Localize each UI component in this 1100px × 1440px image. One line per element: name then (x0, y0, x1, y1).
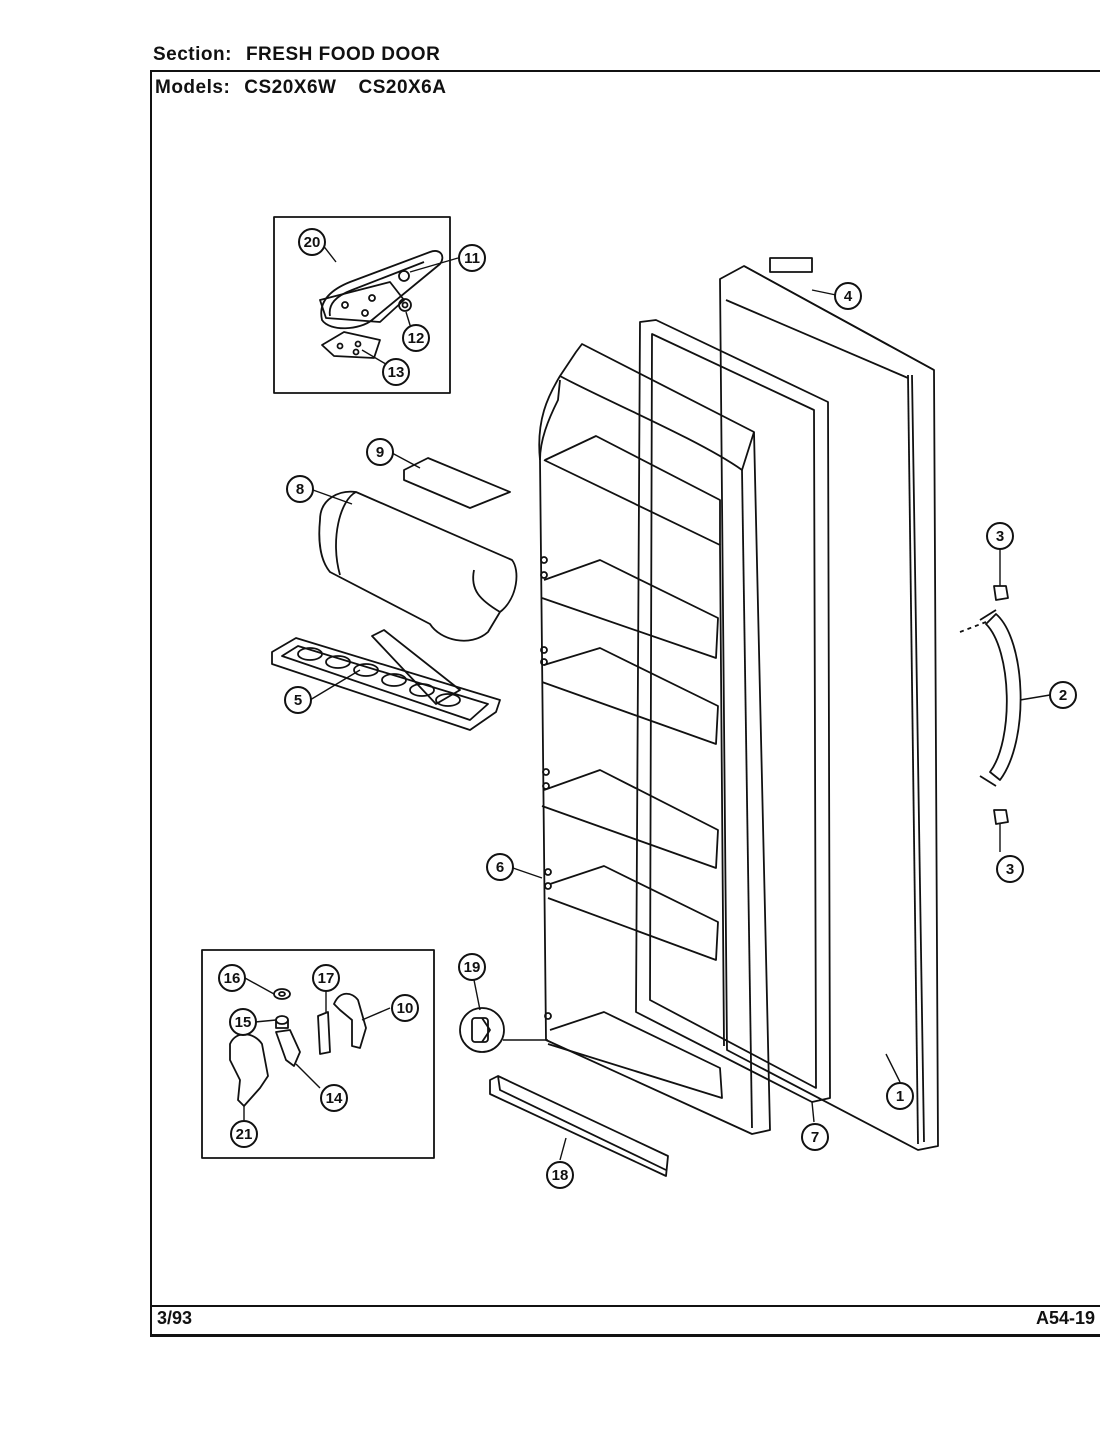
revision-date: 3/93 (157, 1308, 193, 1328)
svg-text:15: 15 (235, 1014, 252, 1031)
door-gasket (635, 319, 831, 1103)
svg-text:10: 10 (397, 1000, 414, 1017)
hinge-shim (321, 331, 381, 359)
hinge-washer (398, 298, 412, 312)
svg-text:21: 21 (236, 1126, 253, 1143)
callout-4: 4 (834, 282, 862, 310)
door-bottom-trim (489, 1075, 669, 1177)
egg-tray (271, 629, 501, 731)
callout-2: 2 (1049, 681, 1077, 709)
outer-door-panel (719, 265, 939, 1151)
svg-text:16: 16 (224, 970, 241, 987)
callout-5: 5 (284, 686, 312, 714)
svg-text:8: 8 (296, 481, 304, 498)
door-handle (979, 609, 1022, 787)
svg-text:3: 3 (996, 528, 1004, 545)
svg-text:9: 9 (376, 444, 384, 461)
callout-3-bottom: 3 (996, 855, 1024, 883)
callout-21: 21 (230, 1120, 258, 1148)
callout-1: 1 (886, 1082, 914, 1110)
door-nameplate (769, 257, 813, 273)
callout-7: 7 (801, 1123, 829, 1151)
svg-text:5: 5 (294, 692, 302, 709)
callout-18: 18 (546, 1161, 574, 1189)
callout-6: 6 (486, 853, 514, 881)
models-heading: Models: CS20X6W CS20X6A (155, 77, 446, 99)
callout-3-top: 3 (986, 522, 1014, 550)
callout-15: 15 (229, 1008, 257, 1036)
callout-16: 16 (218, 964, 246, 992)
callout-14: 14 (320, 1084, 348, 1112)
model-number: CS20X6W (244, 77, 337, 98)
callout-11: 11 (458, 244, 486, 272)
svg-text:7: 7 (811, 1129, 819, 1146)
callout-20: 20 (298, 228, 326, 256)
callout-8: 8 (286, 475, 314, 503)
handle-end-cap-top (993, 585, 1009, 601)
diagram-frame (150, 70, 1100, 1337)
section-label: Section: (153, 44, 232, 65)
svg-text:13: 13 (388, 364, 405, 381)
callout-17: 17 (312, 964, 340, 992)
model-number: CS20X6A (358, 77, 447, 98)
svg-text:20: 20 (304, 234, 321, 251)
callout-13: 13 (382, 358, 410, 386)
lower-hinge (275, 1029, 301, 1067)
section-heading: Section: FRESH FOOD DOOR (153, 44, 440, 66)
svg-text:1: 1 (896, 1088, 904, 1105)
svg-text:19: 19 (464, 959, 481, 976)
svg-text:2: 2 (1059, 687, 1067, 704)
lower-hinge-cover (229, 1033, 269, 1107)
hinge-spacer (317, 1011, 331, 1055)
footer-divider (152, 1305, 1100, 1307)
models-label: Models: (155, 77, 231, 98)
upper-hinge-inset (273, 216, 451, 394)
dairy-door (403, 457, 511, 509)
svg-text:6: 6 (496, 859, 504, 876)
svg-text:3: 3 (1006, 861, 1014, 878)
svg-text:11: 11 (464, 250, 480, 267)
door-stop-part (459, 1007, 505, 1053)
section-value: FRESH FOOD DOOR (245, 44, 441, 65)
hinge-bracket (333, 992, 367, 1049)
callout-10: 10 (391, 994, 419, 1022)
svg-text:4: 4 (844, 288, 853, 305)
upper-hinge-plate (319, 270, 410, 323)
svg-text:17: 17 (318, 970, 335, 987)
callout-9: 9 (366, 438, 394, 466)
dairy-bin-cover (318, 490, 518, 642)
document-code: A54-19 (1036, 1308, 1096, 1328)
svg-text:18: 18 (552, 1167, 569, 1184)
hinge-pin-cap (273, 988, 291, 1000)
svg-text:14: 14 (326, 1090, 343, 1107)
hinge-bushing (275, 1015, 289, 1029)
lower-hinge-inset (201, 949, 435, 1159)
hinge-cover-part (320, 250, 444, 330)
callout-12: 12 (402, 324, 430, 352)
callout-19: 19 (458, 953, 486, 981)
handle-end-cap-bottom (993, 809, 1009, 825)
svg-text:12: 12 (408, 330, 425, 347)
inner-door-liner (538, 343, 771, 1135)
